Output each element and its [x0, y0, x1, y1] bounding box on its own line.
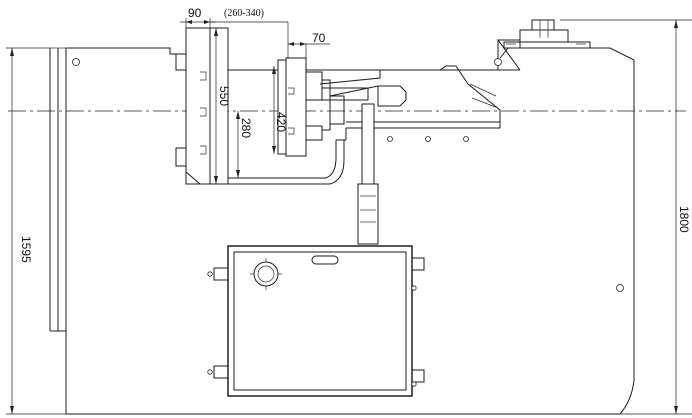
dim-550-line — [214, 28, 218, 184]
vertical-post — [357, 103, 379, 245]
center-arm — [319, 65, 501, 142]
dim-1800-line — [560, 19, 692, 415]
right-motor-housing — [494, 19, 624, 292]
dim-280-line — [236, 111, 240, 178]
dim-550-label: 550 — [217, 86, 231, 106]
spindle-block — [277, 57, 345, 157]
dim-1800-label: 1800 — [677, 206, 691, 233]
dim-260-340-line — [210, 21, 289, 58]
dim-420-line — [272, 66, 276, 154]
dim-1595-line — [6, 47, 66, 415]
dim-70-label: 70 — [312, 31, 326, 45]
dim-90-line — [180, 18, 216, 28]
dim-70-line — [288, 42, 330, 58]
dim-90-label: 90 — [188, 6, 202, 20]
dim-280-label: 280 — [239, 118, 253, 138]
dim-1595-label: 1595 — [19, 236, 33, 263]
dim-260-340-label: (260-340) — [224, 8, 264, 19]
machine-frame — [49, 39, 635, 415]
left-housing — [175, 27, 345, 185]
mount-hole-left — [72, 58, 80, 66]
dim-420-label: 420 — [274, 112, 288, 132]
electrical-box — [207, 245, 425, 397]
